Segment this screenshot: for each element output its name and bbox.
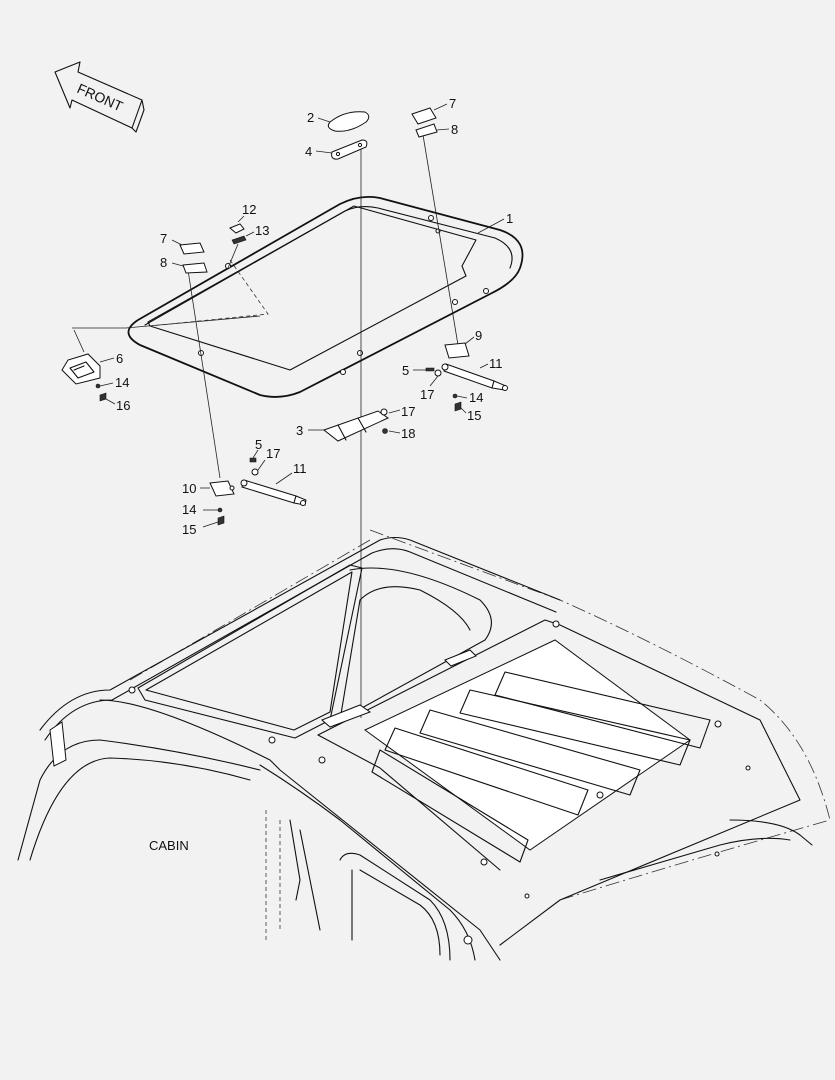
- roof-window-frame: [125, 195, 524, 398]
- callouts: 1 2 3 4 5 5 6 7 7 8 8 9 10 11 11 12 13 1…: [99, 96, 513, 537]
- callout-8-right: 8: [451, 122, 458, 137]
- part-8-right: [415, 123, 438, 138]
- callout-14-latch: 14: [115, 375, 129, 390]
- callout-15-right: 15: [467, 408, 481, 423]
- part-9-bracket: [444, 342, 470, 359]
- callout-14-right: 14: [469, 390, 483, 405]
- callout-10: 10: [182, 481, 196, 496]
- callout-17-right: 17: [420, 387, 434, 402]
- part-12: [229, 223, 245, 234]
- part-7-left: [179, 242, 205, 255]
- callout-7-left: 7: [160, 231, 167, 246]
- part-10-bracket: [209, 480, 235, 497]
- part-2-cover: [327, 111, 370, 132]
- callout-4: 4: [305, 144, 312, 159]
- front-arrow: FRONT: [54, 61, 145, 133]
- callout-17-left: 17: [266, 446, 280, 461]
- callout-5-right: 5: [402, 363, 409, 378]
- part-3-hinge: [322, 408, 390, 442]
- callout-17-hinge: 17: [401, 404, 415, 419]
- callout-14-left: 14: [182, 502, 196, 517]
- callout-6: 6: [116, 351, 123, 366]
- part-11-strut-right: [441, 363, 508, 391]
- part-11-strut-left: [240, 479, 307, 506]
- callout-12: 12: [242, 202, 256, 217]
- callout-13: 13: [255, 223, 269, 238]
- part-7-right: [411, 107, 437, 125]
- callout-8-left: 8: [160, 255, 167, 270]
- callout-11-left: 11: [293, 461, 307, 476]
- callout-2: 2: [307, 110, 314, 125]
- front-arrow-label: FRONT: [75, 80, 126, 114]
- callout-15-left: 15: [182, 522, 196, 537]
- callout-3: 3: [296, 423, 303, 438]
- callout-18: 18: [401, 426, 415, 441]
- callout-9: 9: [475, 328, 482, 343]
- callout-1: 1: [506, 211, 513, 226]
- callout-5-left: 5: [255, 437, 262, 452]
- callout-11-right: 11: [489, 356, 503, 371]
- part-8-left: [182, 262, 208, 274]
- callout-7-right: 7: [449, 96, 456, 111]
- part-6-latch: [61, 353, 107, 402]
- cabin-structure: [17, 529, 831, 961]
- cabin-label: CABIN: [149, 838, 189, 853]
- part-4-plate: [331, 139, 368, 160]
- callout-16: 16: [116, 398, 130, 413]
- part-13: [231, 235, 247, 245]
